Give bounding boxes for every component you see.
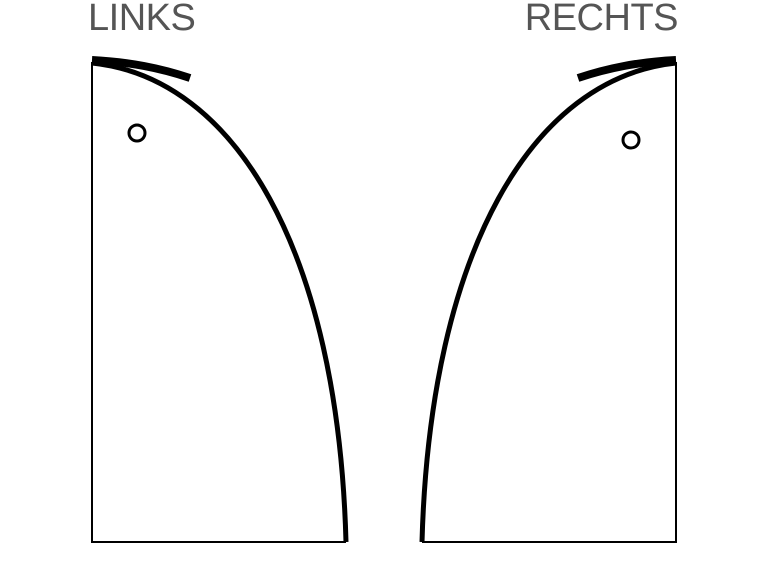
left-label: LINKS — [88, 0, 195, 39]
left-shape — [91, 56, 349, 543]
right-label: RECHTS — [525, 0, 678, 39]
right-shape-curve — [419, 60, 677, 543]
right-shape — [419, 56, 677, 543]
left-shape-edges — [91, 62, 346, 543]
right-shape-curve-thick — [576, 56, 677, 82]
left-shape-curve-thick — [91, 56, 192, 82]
left-shape-curve — [91, 60, 349, 543]
left-hole-circle — [127, 123, 147, 143]
right-shape-edges — [422, 62, 677, 543]
right-hole-circle — [621, 130, 641, 150]
